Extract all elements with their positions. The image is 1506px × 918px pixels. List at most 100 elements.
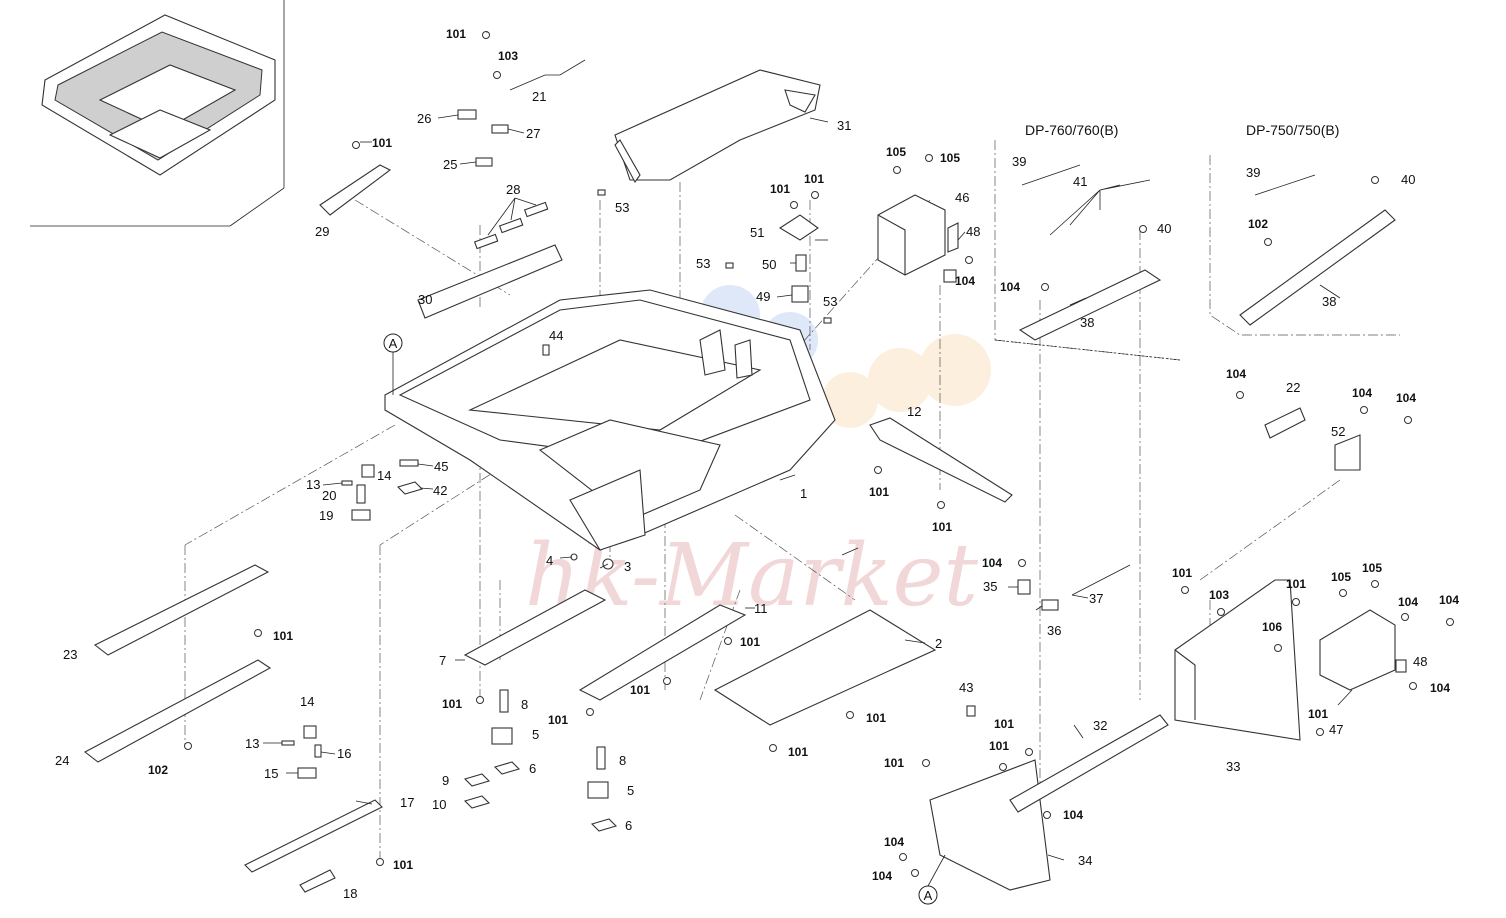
label-part: 17 — [400, 795, 414, 810]
label-screw: 101 — [393, 858, 413, 872]
label-screw: 105 — [1362, 561, 1382, 575]
svg-text:A: A — [924, 888, 933, 903]
label-part: 37 — [1089, 591, 1103, 606]
part-38-rail-b — [1239, 209, 1396, 326]
part-51 — [778, 214, 819, 241]
label-screw: 104 — [884, 835, 904, 849]
label-part: 15 — [264, 766, 278, 781]
part-29-guide — [319, 164, 392, 216]
label-screw: 106 — [1262, 620, 1282, 634]
part-46-bracket — [877, 194, 959, 276]
label-part: 27 — [526, 126, 540, 141]
label-screw: 104 — [955, 274, 975, 288]
part-23-plate — [93, 564, 270, 656]
leader-lines — [263, 31, 1353, 861]
label-part: 8 — [619, 753, 626, 768]
part-15 — [297, 767, 317, 779]
part-48b — [1395, 659, 1407, 673]
variant-divider — [994, 339, 1181, 361]
part-35 — [1017, 579, 1031, 595]
label-part: 49 — [756, 289, 770, 304]
part-5a — [491, 727, 513, 745]
label-part: 28 — [506, 182, 520, 197]
label-part: 53 — [823, 294, 837, 309]
label-screw: 101 — [442, 697, 462, 711]
part-18 — [299, 869, 336, 893]
part-13a — [341, 480, 353, 486]
part-50 — [795, 254, 807, 272]
label-part: 2 — [935, 636, 942, 651]
part-2-tray — [713, 609, 937, 726]
part-38-rail-a — [1018, 269, 1162, 341]
label-part: 53 — [696, 256, 710, 271]
label-part: 24 — [55, 753, 69, 768]
label-part: 51 — [750, 225, 764, 240]
part-labels: 1 2 3 4 5 5 6 6 7 8 8 9 10 11 12 13 13 1… — [55, 89, 1427, 901]
label-screw: 101 — [1172, 566, 1192, 580]
label-screw: 101 — [770, 182, 790, 196]
part-42 — [396, 481, 424, 495]
part-8a — [499, 689, 509, 713]
part-19 — [351, 509, 371, 521]
label-screw: 101 — [273, 629, 293, 643]
label-screw: 101 — [989, 739, 1009, 753]
part-43 — [966, 705, 976, 717]
label-screw: 101 — [630, 683, 650, 697]
part-27 — [491, 124, 509, 134]
label-part: 12 — [907, 404, 921, 419]
part-17-bar — [244, 799, 383, 873]
label-screw: 101 — [372, 136, 392, 150]
label-screw: 101 — [994, 717, 1014, 731]
part-14a — [361, 464, 375, 478]
label-part: 7 — [439, 653, 446, 668]
label-screw: 104 — [1439, 593, 1459, 607]
label-part: 50 — [762, 257, 776, 272]
label-part: 47 — [1329, 722, 1343, 737]
part-53c — [823, 317, 832, 324]
label-part: 36 — [1047, 623, 1061, 638]
label-part: 20 — [322, 488, 336, 503]
part-34-frame — [929, 759, 1051, 891]
label-part: 6 — [625, 818, 632, 833]
part-52 — [1334, 434, 1361, 471]
label-screw: 104 — [1396, 391, 1416, 405]
label-screw: 101 — [1286, 577, 1306, 591]
label-part: 43 — [959, 680, 973, 695]
part-24-plate — [83, 659, 272, 763]
label-screw: 102 — [148, 763, 168, 777]
label-part: 9 — [442, 773, 449, 788]
part-49 — [791, 285, 809, 303]
screws — [184, 31, 1454, 877]
label-screw: 101 — [548, 713, 568, 727]
label-screw: 101 — [804, 172, 824, 186]
label-part: 14 — [377, 468, 391, 483]
label-part: 40 — [1401, 172, 1415, 187]
label-part: 38 — [1322, 294, 1336, 309]
label-part: 40 — [1157, 221, 1171, 236]
part-6a — [493, 761, 521, 775]
label-part: 35 — [983, 579, 997, 594]
label-part: 52 — [1331, 424, 1345, 439]
label-part: 16 — [337, 746, 351, 761]
label-screw: 105 — [1331, 570, 1351, 584]
label-part: 39 — [1246, 165, 1260, 180]
label-part: 13 — [306, 477, 320, 492]
label-screw: 104 — [1063, 808, 1083, 822]
part-20 — [356, 484, 366, 504]
label-part: 5 — [627, 783, 634, 798]
label-screw: 104 — [1352, 386, 1372, 400]
part-22 — [1264, 407, 1306, 439]
label-part: 53 — [615, 200, 629, 215]
part-5b — [587, 781, 609, 799]
callout-a-bottom: A — [918, 854, 946, 905]
part-8b — [596, 746, 606, 770]
label-screw: 101 — [932, 520, 952, 534]
label-part: 29 — [315, 224, 329, 239]
label-part: 23 — [63, 647, 77, 662]
part-14b — [303, 725, 317, 739]
label-screw: 103 — [498, 49, 518, 63]
label-screw: 105 — [940, 151, 960, 165]
label-screw: 104 — [1000, 280, 1020, 294]
label-part: 21 — [532, 89, 546, 104]
label-part: 46 — [955, 190, 969, 205]
